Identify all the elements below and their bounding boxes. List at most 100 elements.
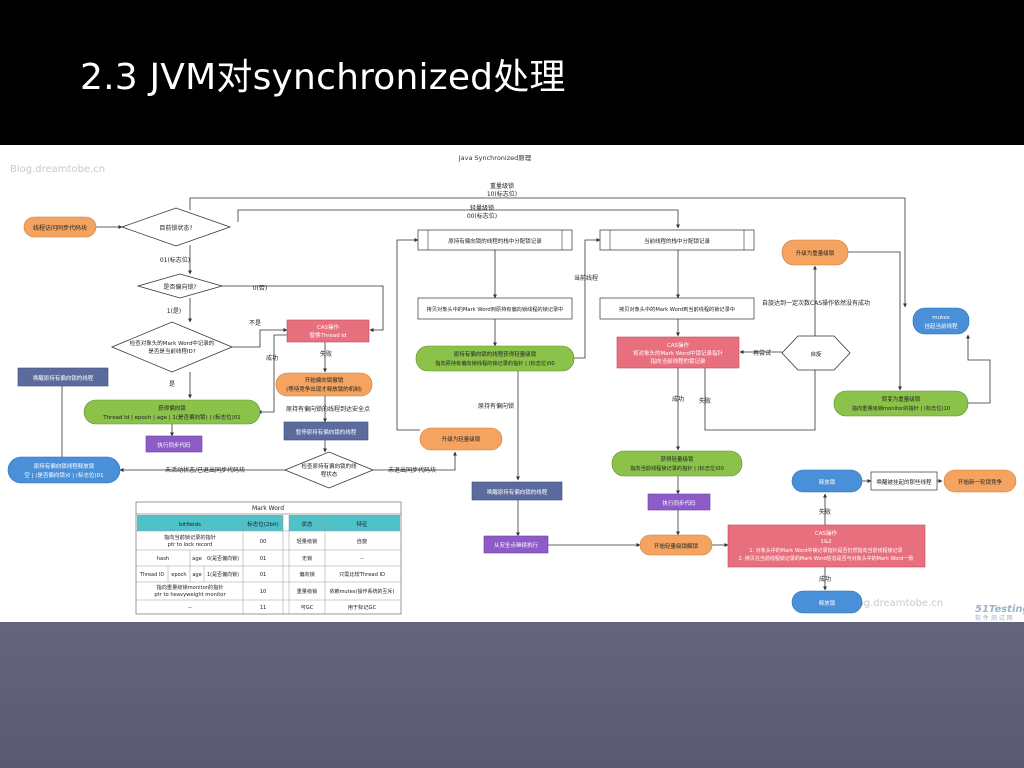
svg-text:轻量级锁: 轻量级锁 <box>297 537 318 545</box>
svg-text:将对象头的Mark Word中锁记录指针: 将对象头的Mark Word中锁记录指针 <box>633 349 723 357</box>
node-cas-current: CAS操作 将对象头的Mark Word中锁记录指针 指向当前线程的锁记录 <box>616 336 740 369</box>
node-cas-final: CAS操作 1&2 1. 对象头中的Mark Word中锁记录指针是否仍然指向当… <box>727 524 926 568</box>
svg-text:检查原持有偏向锁的线: 检查原持有偏向锁的线 <box>301 462 357 470</box>
logo-subtitle: 软 件 测 试 网 <box>975 614 1013 622</box>
node-got-light: 获得轻量级锁 指向当前线程锁记录的指针 | (标志位)00 <box>611 450 743 477</box>
svg-text:00(标志位): 00(标志位) <box>467 212 497 220</box>
svg-text:轻量级锁: 轻量级锁 <box>470 204 494 212</box>
svg-text:10(标志位): 10(标志位) <box>487 190 517 198</box>
svg-text:--: -- <box>188 605 192 611</box>
svg-text:指向原持有偏向锁线程的锁记录的指针 | (标志位)00: 指向原持有偏向锁线程的锁记录的指针 | (标志位)00 <box>435 359 554 367</box>
svg-text:挂起当前线程: 挂起当前线程 <box>924 322 958 330</box>
svg-text:无锁: 无锁 <box>302 554 312 562</box>
diagram-title: Java Synchronized原理 <box>458 154 532 162</box>
svg-text:11: 11 <box>260 605 267 611</box>
node-wake-suspended: 唤醒被挂起的那些线程 <box>870 471 938 491</box>
svg-text:Thread Id | epoch | age | 1(是否: Thread Id | epoch | age | 1(是否偏向锁) | (标志… <box>102 413 241 421</box>
svg-text:是否是当前线程ID?: 是否是当前线程ID? <box>148 347 195 355</box>
svg-text:CAS操作: CAS操作 <box>815 529 838 537</box>
svg-text:0(是否偏向锁): 0(是否偏向锁) <box>207 555 239 562</box>
node-pause-owner: 暂停原持有偏向锁的线程 <box>283 421 369 441</box>
svg-text:原持有偏向锁的线程获得轻量级锁: 原持有偏向锁的线程获得轻量级锁 <box>454 350 537 358</box>
decision-spin: 自旋 <box>781 335 851 371</box>
svg-text:原持有偏向锁: 原持有偏向锁 <box>478 402 514 410</box>
node-owner-gets-light: 原持有偏向锁的线程获得轻量级锁 指向原持有偏向锁线程的锁记录的指针 | (标志位… <box>415 345 575 372</box>
svg-text:替换Thread Id: 替换Thread Id <box>309 331 346 339</box>
node-got-biased: 获得偏向锁 Thread Id | epoch | age | 1(是否偏向锁)… <box>83 399 261 425</box>
svg-text:CAS操作: CAS操作 <box>317 323 340 331</box>
svg-text:01: 01 <box>260 572 267 578</box>
svg-text:未活动状态/已退出同步代码块: 未活动状态/已退出同步代码块 <box>165 466 245 474</box>
decision-is-biased: 是否偏向锁? <box>136 273 224 299</box>
watermark-top-left: Blog.dreamtobe.cn <box>10 164 105 175</box>
svg-text:执行同步代码: 执行同步代码 <box>157 441 191 449</box>
decision-lock-state: 目前锁状态? <box>120 207 232 247</box>
svg-text:重量级锁: 重量级锁 <box>490 182 514 190</box>
node-continue-safepoint: 从安全点继续执行 <box>483 535 549 554</box>
node-release-biased: 原持有偏向锁线程释放锁 空 | (是否偏向锁)0 | (标志位)01 <box>7 456 121 484</box>
svg-text:是: 是 <box>169 381 175 388</box>
edge-labels: 重量级锁 10(标志位) 轻量级锁 00(标志位) 01(标志位) 0(否) 1… <box>160 182 870 583</box>
svg-text:10: 10 <box>260 589 267 595</box>
svg-text:原持有偏向锁的线程到达安全点: 原持有偏向锁的线程到达安全点 <box>286 405 370 413</box>
svg-text:升级为轻量级锁: 升级为轻量级锁 <box>442 435 481 443</box>
svg-text:从安全点继续执行: 从安全点继续执行 <box>494 541 539 549</box>
svg-text:开始偏向锁撤销: 开始偏向锁撤销 <box>305 376 344 384</box>
node-copy-current: 拷贝对象头中的Mark Word到当前线程的锁记录中 <box>599 297 755 320</box>
svg-text:空 | (是否偏向锁)0 | (标志位)01: 空 | (是否偏向锁)0 | (标志位)01 <box>24 471 103 479</box>
decision-check-owner: 检查原持有偏向锁的线 程状态 <box>283 451 375 489</box>
connectors <box>61 197 991 591</box>
svg-text:标志位(2bit): 标志位(2bit) <box>247 520 278 528</box>
node-copy-owner: 拷贝对象头中的Mark Word到原持有偏向锁线程的锁记录中 <box>417 297 573 320</box>
svg-text:释放锁: 释放锁 <box>819 599 836 607</box>
svg-text:释放锁: 释放锁 <box>819 478 836 486</box>
svg-text:epoch: epoch <box>171 572 186 578</box>
node-alloc-current: 当前线程的栈中分配锁记录 <box>599 229 755 251</box>
svg-text:Thread ID: Thread ID <box>139 572 165 578</box>
svg-text:转变为重量级锁: 转变为重量级锁 <box>882 395 921 403</box>
svg-text:状态: 状态 <box>301 520 313 528</box>
svg-text:唤醒被挂起的那些线程: 唤醒被挂起的那些线程 <box>876 478 932 486</box>
svg-text:依赖mutex(操作系统的互斥): 依赖mutex(操作系统的互斥) <box>330 588 395 595</box>
svg-text:--: -- <box>360 556 364 562</box>
svg-text:(等待竞争出现才释放锁的机制): (等待竞争出现才释放锁的机制) <box>286 385 362 393</box>
svg-text:原持有偏向锁线程释放锁: 原持有偏向锁线程释放锁 <box>34 462 95 470</box>
svg-text:失败: 失败 <box>320 350 332 358</box>
svg-text:获得轻量级锁: 获得轻量级锁 <box>660 455 694 463</box>
svg-text:age: age <box>192 572 201 578</box>
svg-text:失败: 失败 <box>699 397 711 405</box>
svg-text:自旋: 自旋 <box>357 537 368 545</box>
svg-text:原持有偏向锁的线程的栈中分配锁记录: 原持有偏向锁的线程的栈中分配锁记录 <box>448 237 542 245</box>
slide-title: 2.3 JVM对synchronized处理 <box>80 57 566 98</box>
svg-text:不是: 不是 <box>249 320 261 327</box>
svg-text:ptr to heavyweight monitor: ptr to heavyweight monitor <box>154 592 226 598</box>
logo-51testing: 51Testing <box>975 604 1024 615</box>
svg-text:age: age <box>192 556 202 562</box>
svg-text:拷贝对象头中的Mark Word到原持有偏向锁线程的锁记录中: 拷贝对象头中的Mark Word到原持有偏向锁线程的锁记录中 <box>427 305 564 313</box>
svg-text:检查对象头的Mark Word中记录的: 检查对象头的Mark Word中记录的 <box>130 339 215 347</box>
svg-text:程状态: 程状态 <box>321 470 338 478</box>
svg-text:当前线程: 当前线程 <box>574 274 598 282</box>
svg-text:执行同步代码: 执行同步代码 <box>662 499 696 507</box>
svg-text:Mark Word: Mark Word <box>252 505 284 512</box>
node-release-1: 释放锁 <box>791 469 863 493</box>
diagram-panel: Blog.dreamtobe.cn Blog.dreamtobe.cn 51Te… <box>0 145 1024 622</box>
svg-text:获得偏向锁: 获得偏向锁 <box>158 404 186 412</box>
svg-text:拷贝对象头中的Mark Word到当前线程的锁记录中: 拷贝对象头中的Mark Word到当前线程的锁记录中 <box>619 305 735 313</box>
svg-text:未退出同步代码块: 未退出同步代码块 <box>388 466 436 474</box>
svg-text:唤醒原持有偏向锁的线程: 唤醒原持有偏向锁的线程 <box>33 374 94 382</box>
svg-text:ptr to lock record: ptr to lock record <box>168 542 213 548</box>
svg-text:自旋: 自旋 <box>810 350 822 358</box>
svg-text:1&2: 1&2 <box>820 539 831 545</box>
svg-text:0(否): 0(否) <box>253 285 268 292</box>
svg-text:当前线程的栈中分配锁记录: 当前线程的栈中分配锁记录 <box>644 237 711 245</box>
svg-text:指向重量级锁monitor的指针: 指向重量级锁monitor的指针 <box>157 583 224 591</box>
svg-text:只需比较Thread ID: 只需比较Thread ID <box>339 570 385 578</box>
svg-text:唤醒原持有偏向锁的线程: 唤醒原持有偏向锁的线程 <box>487 488 548 496</box>
node-turn-heavy: 转变为重量级锁 指向重量级锁monitor的指针 | (标志位)10 <box>833 390 969 417</box>
node-wake-owner: 唤醒原持有偏向锁的线程 <box>471 481 563 501</box>
node-access-sync: 线程访问同步代码块 <box>23 216 97 238</box>
svg-text:用于标记GC: 用于标记GC <box>348 603 377 611</box>
node-upgrade-heavy: 升级为重量级锁 <box>781 239 849 266</box>
